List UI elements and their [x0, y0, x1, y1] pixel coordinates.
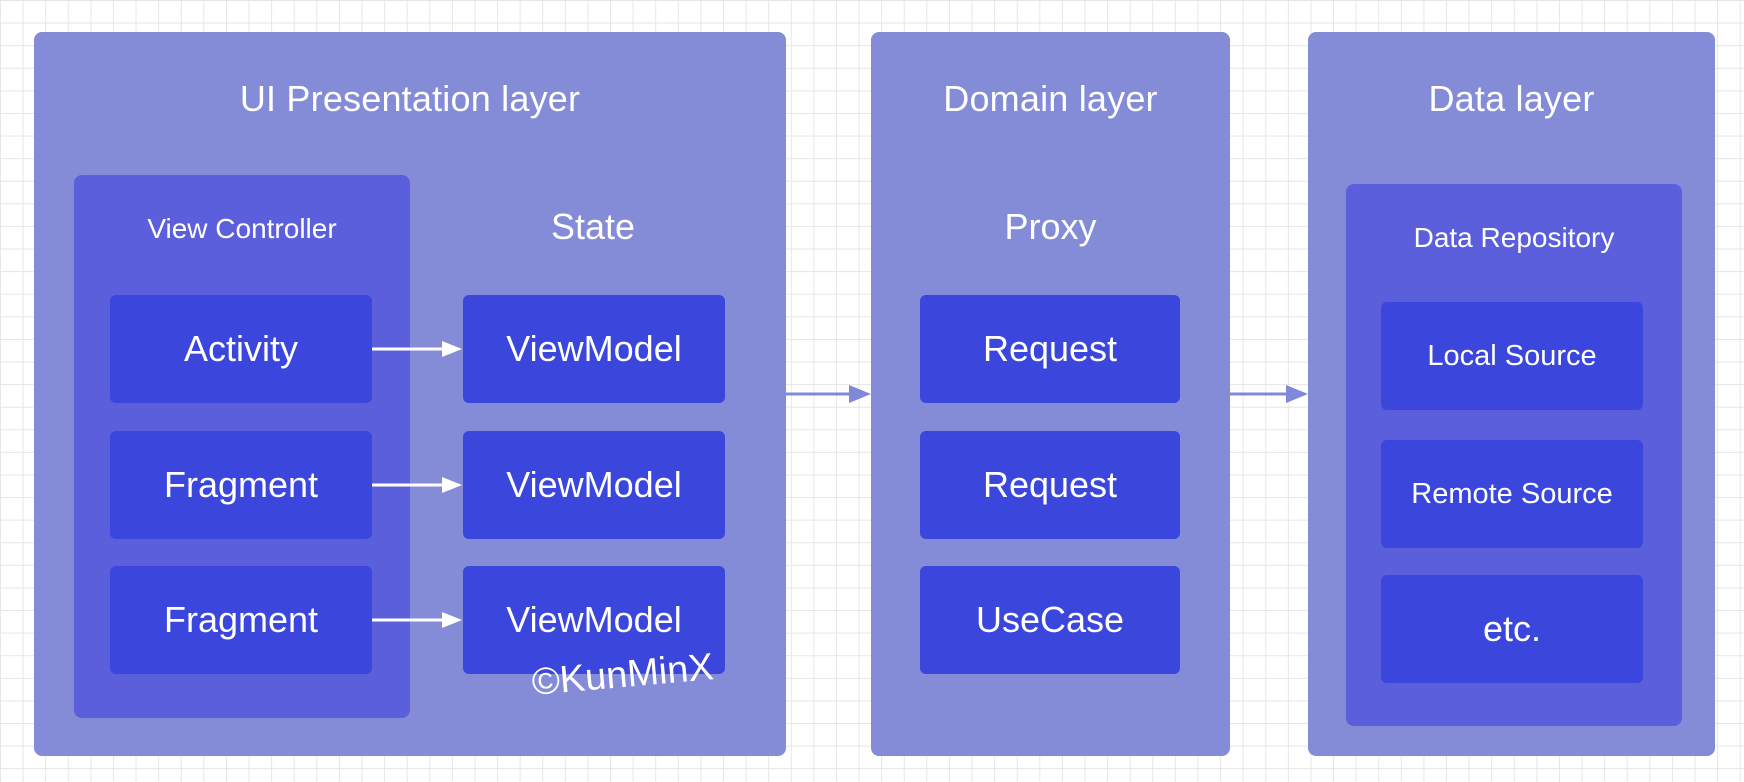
viewmodel-box: ViewModel	[463, 431, 725, 539]
etc-box: etc.	[1381, 575, 1643, 683]
domain-layer-title: Domain layer	[943, 78, 1158, 119]
remote-source-box: Remote Source	[1381, 440, 1643, 548]
fragment-box: Fragment	[110, 566, 372, 674]
request-box: Request	[920, 431, 1180, 539]
data-layer: Data layer Data Repository Local Source …	[1308, 32, 1715, 756]
view-controller-title: View Controller	[147, 213, 337, 244]
viewmodel-box: ViewModel	[463, 566, 725, 674]
data-repository-title: Data Repository	[1413, 222, 1615, 253]
request-box: Request	[920, 295, 1180, 403]
ui-presentation-layer: UI Presentation layer View Controller St…	[34, 32, 786, 756]
state-title: State	[550, 206, 636, 247]
domain-to-data-arrow	[1230, 385, 1308, 403]
ui-to-domain-arrow	[786, 385, 871, 403]
domain-layer: Domain layer Proxy Request Request UseCa…	[871, 32, 1230, 756]
proxy-title: Proxy	[1004, 206, 1097, 247]
data-layer-title: Data layer	[1428, 78, 1595, 119]
viewmodel-box: ViewModel	[463, 295, 725, 403]
ui-presentation-layer-title: UI Presentation layer	[239, 78, 581, 119]
usecase-box: UseCase	[920, 566, 1180, 674]
activity-box: Activity	[110, 295, 372, 403]
fragment-box: Fragment	[110, 431, 372, 539]
local-source-box: Local Source	[1381, 302, 1643, 410]
